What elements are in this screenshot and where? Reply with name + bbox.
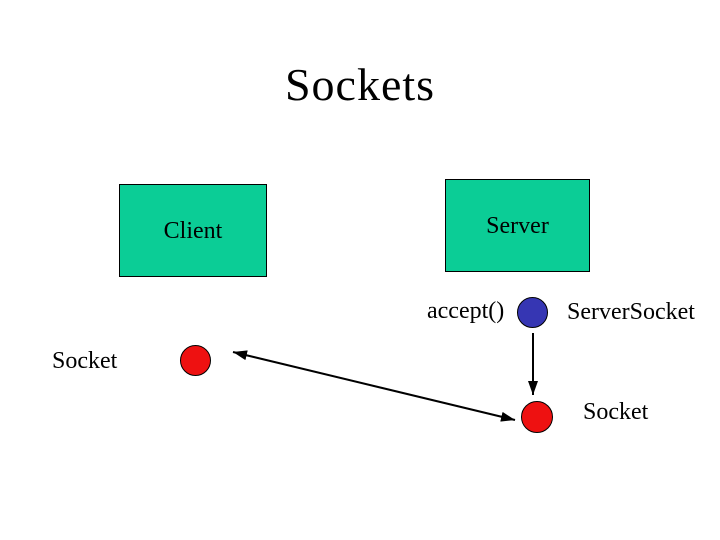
client-server-connection-arrow	[232, 350, 516, 422]
client-box: Client	[119, 184, 267, 277]
client-socket-dot	[180, 345, 211, 376]
server-box-label: Server	[486, 212, 549, 239]
slide-title: Sockets	[284, 59, 436, 110]
client-box-label: Client	[163, 217, 223, 244]
server-box: Server	[445, 179, 590, 272]
accepted-socket-dot	[521, 401, 553, 433]
server-socket-label: ServerSocket	[567, 299, 695, 325]
accepted-socket-label: Socket	[583, 399, 649, 425]
accept-call-label: accept()	[427, 298, 505, 324]
server-socket-dot	[517, 297, 548, 328]
client-socket-label: Socket	[52, 348, 118, 374]
